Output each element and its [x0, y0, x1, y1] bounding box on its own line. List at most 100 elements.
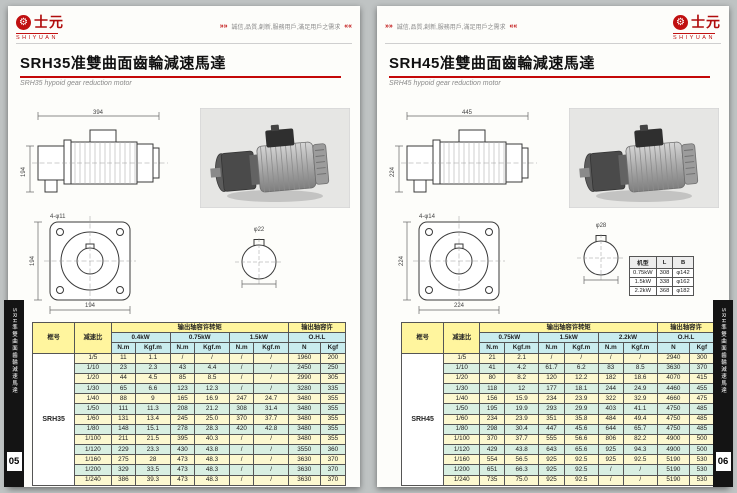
table-cell: 44 — [110, 372, 137, 385]
chevron-right-icon: «« — [344, 23, 352, 30]
motor-render — [210, 124, 330, 193]
table-cell: 351 — [538, 413, 565, 425]
table-cell: 1.1 — [135, 352, 171, 364]
table-cell: 355 — [319, 413, 347, 425]
table-cell: 485 — [688, 423, 716, 435]
table-cell: 3630 — [657, 362, 690, 374]
table-cell: 40.3 — [194, 433, 230, 446]
dimension-label: 4-φ11 — [50, 214, 66, 220]
dimension-label: 194 — [30, 255, 36, 266]
table-cell: N — [287, 342, 321, 354]
table-cell: 3630 — [287, 474, 321, 486]
table-cell: 3480 — [287, 413, 321, 425]
table-cell: 1/120 — [74, 444, 112, 456]
table-cell: 16.9 — [194, 393, 230, 405]
table-cell: 4750 — [657, 423, 690, 435]
table-cell: 208 — [169, 403, 196, 415]
table-cell: 4.2 — [503, 362, 540, 374]
page-header: ⚙ 士元 SHIYUAN »» 誠信,品質,創新,服務用戶,滿足用戶之需求 «« — [16, 10, 352, 44]
table-cell: 370 — [228, 413, 255, 425]
table-cell: 43.8 — [503, 444, 540, 456]
tagline-text: 誠信,品質,創新,服務用戶,滿足用戶之需求 — [396, 25, 506, 31]
table-cell: 21 — [479, 352, 505, 364]
dimension-label: 224 — [454, 303, 465, 309]
table-cell: / — [538, 352, 565, 364]
title-rule — [20, 76, 342, 78]
table-cell: 338 — [655, 277, 674, 287]
table-cell: 2.2kW — [597, 332, 659, 344]
table-cell: 1/60 — [443, 413, 481, 425]
table-cell: 370 — [688, 362, 716, 374]
product-photo — [569, 108, 719, 208]
side-view-drawing: 394 194 — [21, 110, 168, 193]
page-title: SRH45准雙曲面齒輪減速馬達 — [389, 55, 595, 72]
front-view-drawing: 224 224 4-φ14 — [399, 214, 505, 314]
table-cell: 4660 — [657, 393, 690, 405]
table-cell: 66.3 — [503, 464, 540, 476]
table-cell: 83 — [597, 362, 624, 374]
table-cell: 1/10 — [443, 362, 481, 374]
table-cell: 输出轴容许转矩 — [110, 321, 289, 334]
table-cell: N.m — [479, 342, 505, 354]
table-cell: 23 — [110, 362, 137, 374]
table-cell: 500 — [688, 433, 716, 446]
table-cell: 360 — [319, 444, 347, 456]
table-cell: φ142 — [672, 268, 694, 278]
table-cell: 48.3 — [194, 454, 230, 466]
table-cell: 减速比 — [74, 322, 112, 354]
table-cell: / — [228, 372, 255, 385]
table-cell: SRH35 — [31, 352, 76, 486]
table-cell: 1/5 — [74, 352, 112, 364]
chevron-left-icon: »» — [219, 23, 228, 30]
table-cell: 3630 — [287, 464, 321, 476]
table-cell: / — [597, 464, 624, 476]
tab-vertical-text: SRH準雙曲面齒輪減速馬達 — [11, 308, 17, 395]
table-cell: 925 — [538, 474, 565, 486]
table-cell: 4.5 — [135, 372, 171, 385]
table-cell: 28.3 — [194, 423, 230, 435]
table-cell: 92.5 — [563, 474, 599, 486]
table-cell: 355 — [319, 393, 347, 405]
table-cell: 250 — [319, 362, 347, 374]
dimension-label: 194 — [85, 303, 96, 309]
table-cell: 4460 — [657, 383, 690, 395]
table-cell: Kgf — [319, 342, 347, 354]
table-cell: 8.5 — [622, 362, 659, 374]
table-cell: 8.2 — [503, 372, 540, 385]
table-cell: 1/30 — [74, 383, 112, 395]
table-cell: 1.5kW — [629, 277, 657, 287]
table-cell: 0.75kW — [479, 332, 540, 344]
table-cell: 92.5 — [563, 464, 599, 476]
logo-subtext: SHIYUAN — [16, 33, 58, 41]
table-cell: 182 — [597, 372, 624, 385]
table-cell: 65.6 — [563, 444, 599, 456]
table-cell: / — [228, 383, 255, 395]
table-cell: 1/30 — [443, 383, 481, 395]
table-cell: 429 — [479, 444, 505, 456]
table-cell: N.m — [597, 342, 624, 354]
table-cell: 484 — [597, 413, 624, 425]
table-cell: Kgf.m — [563, 342, 599, 354]
dimension-label: 4-φ14 — [419, 214, 436, 220]
table-cell: 92.5 — [563, 454, 599, 466]
centerlines — [44, 216, 136, 304]
table-cell: 9 — [135, 393, 171, 405]
table-cell: 21.2 — [194, 403, 230, 415]
table-cell: 13.4 — [135, 413, 171, 425]
title-block: SRH35准雙曲面齒輪減速馬達 SRH35 hypoid gear reduct… — [20, 52, 348, 87]
brand-logo: ⚙ 士元 SHIYUAN — [16, 12, 64, 41]
shaft-section-drawing: φ28 — [577, 223, 625, 284]
table-row: 框号减速比输出轴容许转矩输出轴容许 — [400, 321, 715, 354]
table-cell: 输出轴容许转矩 — [479, 321, 658, 334]
table-cell: 293 — [538, 403, 565, 415]
table-cell: 368 — [655, 286, 674, 296]
